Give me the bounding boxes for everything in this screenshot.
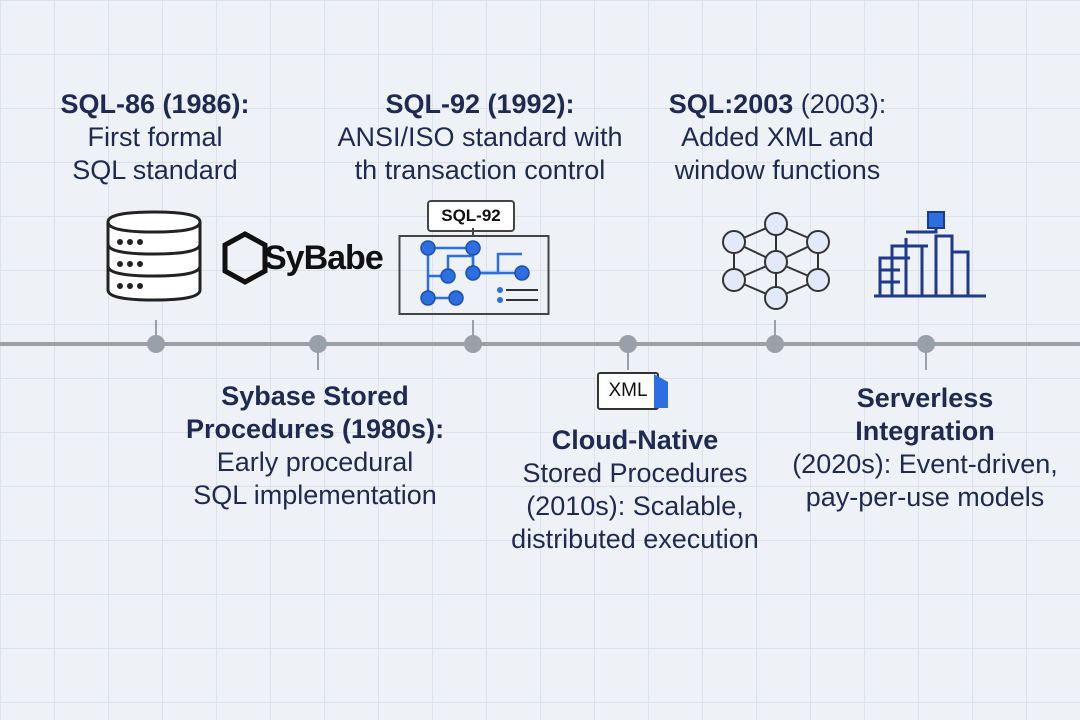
milestone-cloud-native: Cloud-Native Stored Procedures (2010s): … — [500, 424, 770, 556]
milestone-title: SQL-86 (1986): — [60, 89, 250, 119]
network-icon — [722, 212, 830, 310]
milestone-title: SQL:2003 (2003): — [650, 88, 905, 121]
timeline-dot — [464, 335, 482, 353]
sql92-badge: SQL-92 — [427, 200, 515, 232]
timeline-tick — [627, 352, 629, 370]
timeline-dot — [917, 335, 935, 353]
xml-badge: XML — [597, 372, 659, 410]
milestone-body-line: Stored Procedures — [522, 458, 748, 488]
milestone-title-line: Cloud-Native — [551, 425, 719, 455]
document-fold-icon — [654, 374, 668, 408]
milestone-body-line: First formal — [87, 122, 223, 152]
database-icon — [106, 210, 202, 302]
timeline-dot — [766, 335, 784, 353]
milestone-title-line: Procedures (1980s): — [185, 414, 445, 444]
timeline-tick — [155, 320, 157, 338]
hexagon-icon — [222, 231, 268, 285]
timeline-tick — [472, 320, 474, 338]
serverless-architecture-icon — [874, 211, 986, 298]
milestone-sql2003: SQL:2003 (2003): Added XML and window fu… — [650, 88, 905, 187]
timeline-tick — [925, 352, 927, 370]
milestone-body-line: pay-per-use models — [805, 482, 1045, 512]
milestone-title-year: (2003): — [793, 89, 887, 119]
milestone-body-line: SQL standard — [72, 155, 238, 185]
milestone-body-line: distributed execution — [511, 524, 759, 554]
milestone-title: SQL-92 (1992): — [385, 89, 575, 119]
milestone-body-line: Early procedural — [216, 447, 414, 477]
sybase-logo-text: SyBabe — [264, 238, 384, 277]
milestone-body-line: (2020s): Event-driven, — [792, 449, 1058, 479]
timeline-axis — [0, 342, 1080, 346]
milestone-serverless: Serverless Integration (2020s): Event-dr… — [785, 382, 1065, 514]
milestone-body-line: window functions — [674, 155, 881, 185]
milestone-body-line: ANSI/ISO standard with — [337, 122, 623, 152]
timeline-tick — [774, 320, 776, 338]
timeline-tick — [317, 352, 319, 370]
milestone-body-line: Added XML and — [681, 122, 874, 152]
milestone-title-main: SQL:2003 — [668, 89, 794, 119]
milestone-title-line: Integration — [855, 416, 995, 446]
milestone-body-line: th transaction control — [354, 155, 606, 185]
milestone-sql86: SQL-86 (1986): First formal SQL standard — [40, 88, 270, 187]
timeline-dot — [309, 335, 327, 353]
sybase-logo: SyBabe — [222, 226, 384, 290]
milestone-sql92: SQL-92 (1992): ANSI/ISO standard with th… — [330, 88, 630, 187]
timeline-dot — [147, 335, 165, 353]
milestone-title-line: Serverless — [856, 383, 994, 413]
timeline-dot — [619, 335, 637, 353]
milestone-body-line: (2010s): Scalable, — [526, 491, 744, 521]
milestone-body-line: SQL implementation — [193, 480, 437, 510]
flowchart-icon — [398, 228, 550, 315]
milestone-title-line: Sybase Stored — [221, 381, 409, 411]
milestone-sybase: Sybase Stored Procedures (1980s): Early … — [170, 380, 460, 512]
